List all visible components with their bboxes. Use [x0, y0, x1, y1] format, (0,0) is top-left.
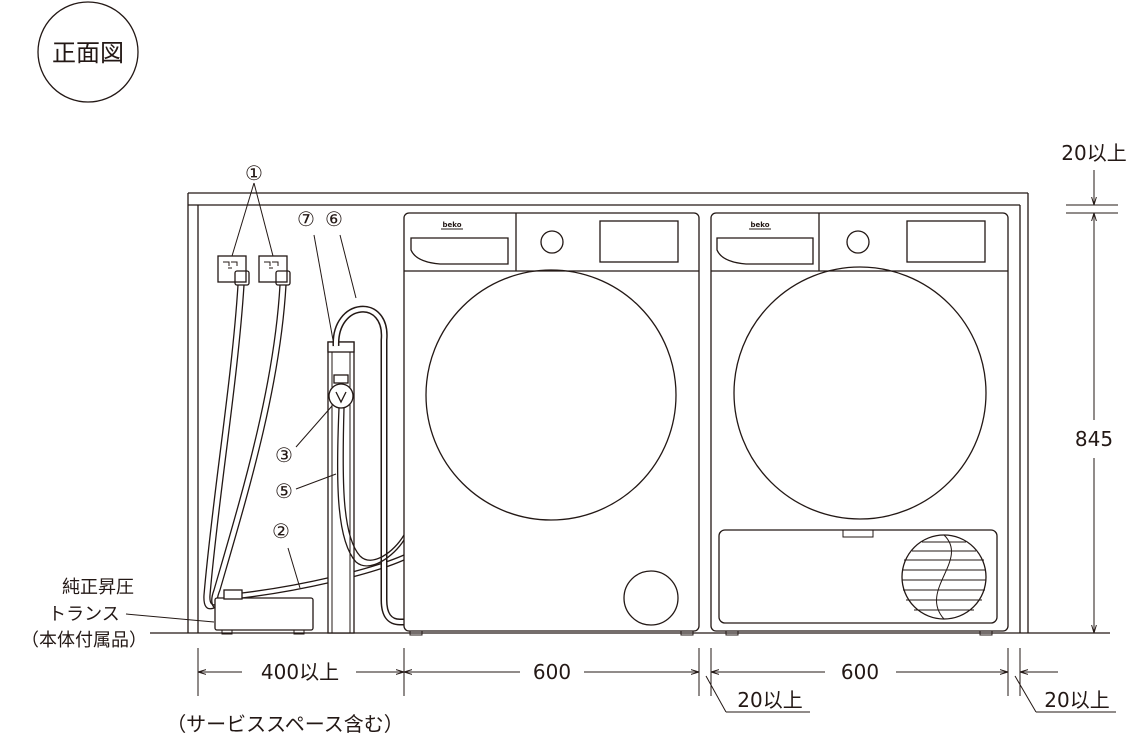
height-dimension: 845	[1075, 213, 1113, 633]
faucet-valve	[328, 383, 354, 409]
gap-between-callout: 20以上	[705, 675, 810, 713]
outlet-callout: ①	[231, 161, 274, 257]
dryer-appliance: beko	[710, 212, 1009, 636]
room-wall	[187, 192, 1029, 633]
width-dimensions: 400以上 600 600	[197, 648, 1058, 696]
washer-filter-cap	[623, 570, 679, 626]
wall-outlet-left	[217, 255, 250, 286]
title-circle	[37, 1, 139, 103]
dryer-brand: beko	[750, 221, 769, 229]
power-cords	[203, 284, 287, 611]
drain-hose-label: ⑥	[325, 207, 343, 231]
supply-hose	[336, 407, 405, 567]
service-space-note: （サービススペース含む）	[166, 712, 404, 736]
gap-right-callout: 20以上	[1014, 675, 1116, 713]
outlet-label: ①	[245, 161, 263, 185]
faucet-label: ③	[275, 443, 293, 467]
dryer-dial	[846, 230, 870, 254]
transformer-label: 純正昇圧 トランス （本体付属品）	[21, 577, 215, 651]
step-up-transformer	[214, 554, 405, 635]
svg-text:（本体付属品）: （本体付属品）	[21, 630, 147, 651]
dryer-display	[906, 220, 986, 263]
washer-brand: beko	[442, 221, 461, 229]
washer-appliance: beko	[403, 212, 700, 636]
wall-outlet-right	[258, 255, 291, 286]
washer-dial	[540, 230, 564, 254]
washer-display	[599, 220, 679, 263]
title-text: 正面図	[52, 39, 124, 67]
svg-text:20以上: 20以上	[737, 688, 802, 712]
svg-text:トランス: トランス	[48, 604, 120, 625]
dryer-door	[733, 266, 987, 520]
height-value: 845	[1075, 427, 1113, 451]
svg-text:20以上: 20以上	[1044, 688, 1109, 712]
power-cord-label: ②	[272, 519, 290, 543]
component-callouts: ⑦ ⑥ ③ ⑤	[275, 207, 357, 503]
svg-text:20以上: 20以上	[1061, 141, 1126, 165]
drain-hose	[332, 305, 404, 626]
dryer-width-value: 600	[841, 660, 879, 684]
washer-width-value: 600	[533, 660, 571, 684]
service-space-value: 400以上	[261, 660, 339, 684]
top-gap-dimension: 20以上	[1061, 141, 1127, 214]
faucet-column	[327, 341, 355, 634]
dryer-vent-grille	[901, 534, 987, 620]
washer-door	[425, 269, 677, 521]
standpipe-label: ⑦	[297, 207, 315, 231]
supply-hose-label: ⑤	[275, 479, 293, 503]
title-badge: 正面図	[37, 1, 139, 103]
svg-text:純正昇圧: 純正昇圧	[62, 577, 134, 598]
